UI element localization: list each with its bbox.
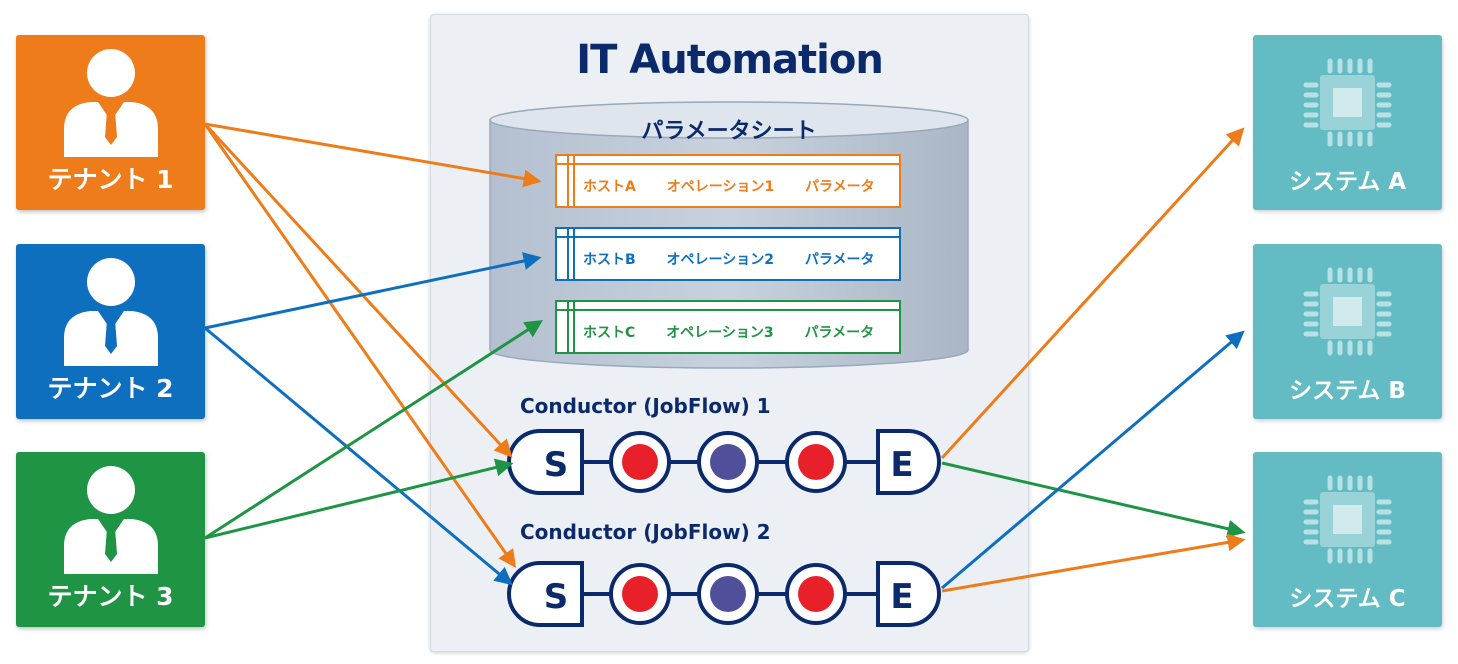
user-icon — [64, 49, 158, 157]
sheet-operation: オペレーション3 — [666, 325, 774, 341]
tenant-1-card: テナント 1 — [16, 35, 205, 210]
job-node-fill — [798, 576, 834, 612]
sheet-tab — [567, 229, 575, 279]
start-node-label: S — [544, 577, 569, 617]
job-node-fill — [622, 444, 658, 480]
sheet-parameter: パラメータ — [804, 325, 875, 341]
end-node — [876, 561, 941, 627]
cpu-chip-icon — [1303, 475, 1392, 564]
conductor-1-title: Conductor (JobFlow) 1 — [520, 394, 771, 418]
system-label: システム C — [1289, 586, 1406, 612]
tenant-label: テナント 3 — [47, 582, 174, 611]
sheet-header-line — [557, 236, 899, 238]
cpu-chip-icon — [1303, 267, 1392, 356]
sheet-row-host-a: ホストA オペレーション1 パラメータ — [555, 154, 901, 208]
user-icon — [64, 258, 158, 366]
sheet-host: ホストB — [583, 252, 636, 268]
sheet-operation: オペレーション1 — [666, 179, 775, 195]
system-b-card: システム B — [1253, 244, 1442, 419]
sheet-row-host-b: ホストB オペレーション2 パラメータ — [555, 227, 901, 281]
sheet-tab — [567, 302, 575, 352]
sheet-header-line — [557, 163, 899, 165]
tenant-3-card: テナント 3 — [16, 452, 205, 627]
conductor-2-flow: S E — [507, 561, 941, 627]
conductor-2-title: Conductor (JobFlow) 2 — [520, 520, 771, 544]
system-c-card: システム C — [1253, 452, 1442, 627]
end-node — [876, 429, 941, 495]
tenant-label: テナント 2 — [47, 374, 174, 403]
system-a-card: システム A — [1253, 35, 1442, 210]
sheet-host: ホストA — [583, 179, 636, 195]
tenant-label: テナント 1 — [47, 165, 174, 194]
user-icon — [64, 466, 158, 574]
start-node-label: S — [544, 445, 569, 485]
sheet-parameter: パラメータ — [805, 179, 875, 195]
sheet-tab — [567, 156, 575, 206]
sheet-row-host-c: ホストC オペレーション3 パラメータ — [555, 300, 901, 354]
system-label: システム B — [1289, 378, 1406, 404]
start-node — [507, 561, 584, 627]
sheet-host: ホストC — [583, 325, 636, 341]
job-node-fill — [798, 444, 834, 480]
end-node-label: E — [890, 445, 913, 485]
tenant-2-card: テナント 2 — [16, 244, 205, 419]
end-node-label: E — [890, 577, 913, 617]
sheet-parameter: パラメータ — [804, 252, 875, 268]
job-node-fill — [622, 576, 658, 612]
job-node-fill — [710, 444, 746, 480]
job-node-fill — [710, 576, 746, 612]
panel-title: IT Automation — [576, 37, 884, 83]
cpu-chip-icon — [1303, 58, 1392, 147]
parameter-sheet-title: パラメータシート — [641, 119, 817, 144]
sheet-operation: オペレーション2 — [666, 252, 775, 268]
system-label: システム A — [1288, 169, 1407, 195]
conductor-1-flow: S E — [507, 429, 941, 495]
sheet-header-line — [557, 309, 899, 311]
